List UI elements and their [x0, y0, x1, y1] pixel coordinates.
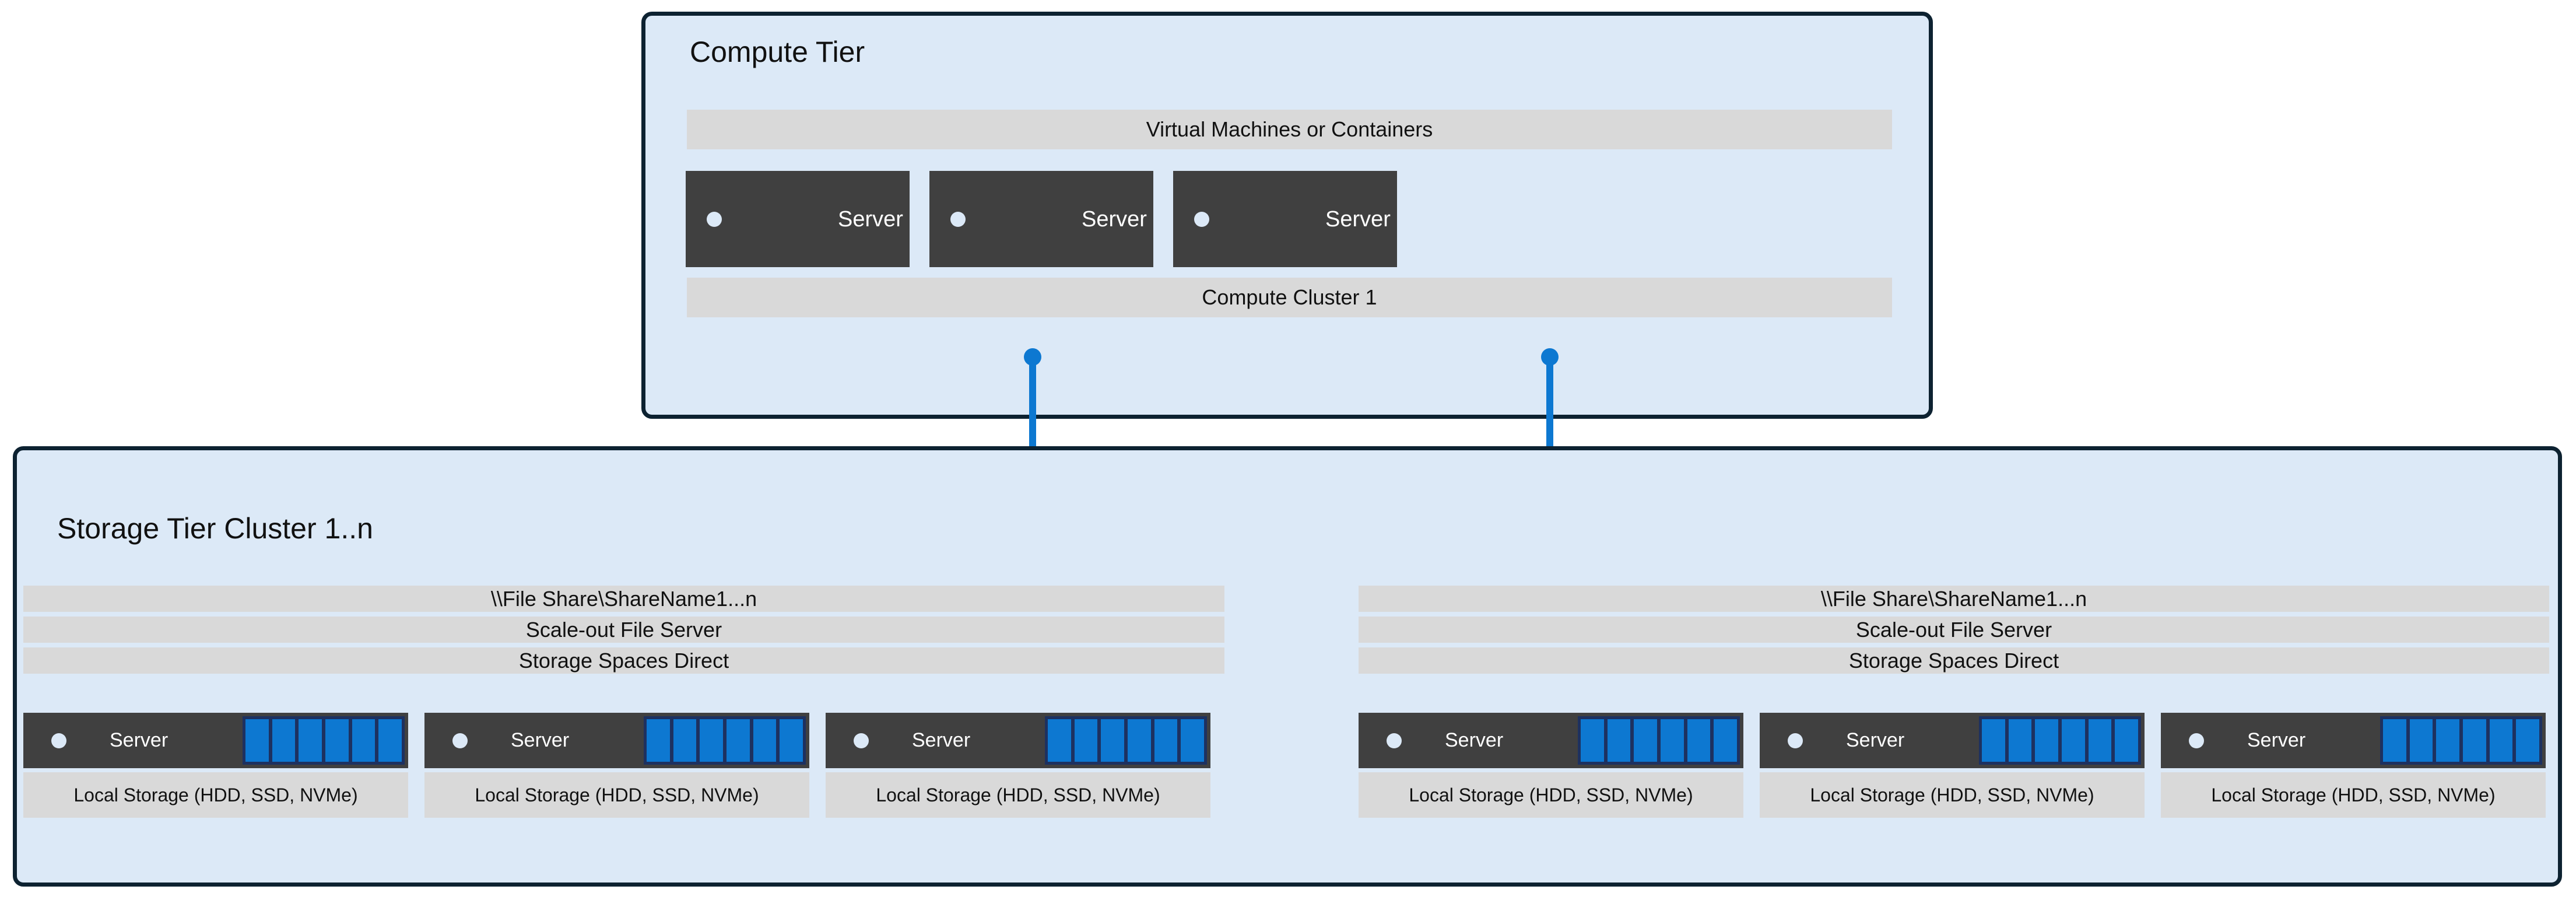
status-dot-icon: [1387, 733, 1402, 748]
storage-server-label: Server: [912, 729, 971, 751]
status-dot-icon: [854, 733, 869, 748]
compute-server-label: Server: [838, 207, 903, 232]
status-dot-icon: [1194, 212, 1209, 227]
storage-fileshare-band: \\File Share\ShareName1...n: [1359, 586, 2549, 612]
compute-server-card[interactable]: [686, 171, 910, 267]
status-dot-icon: [707, 212, 722, 227]
compute-server-label: Server: [1082, 207, 1147, 232]
status-dot-icon: [1788, 733, 1803, 748]
compute-cluster-band: Compute Cluster 1: [687, 278, 1892, 317]
status-dot-icon: [452, 733, 468, 748]
storage-server-label: Server: [511, 729, 570, 751]
status-dot-icon: [950, 212, 966, 227]
storage-server-label: Server: [2247, 729, 2306, 751]
local-storage-band: Local Storage (HDD, SSD, NVMe): [23, 772, 408, 818]
drive-bay-icon: [644, 716, 806, 765]
compute-server-label: Server: [1325, 207, 1391, 232]
drive-bay-icon: [1578, 716, 1740, 765]
drive-bay-icon: [1979, 716, 2141, 765]
storage-tier-title: Storage Tier Cluster 1..n: [57, 512, 373, 545]
drive-bay-icon: [243, 716, 405, 765]
status-dot-icon: [2189, 733, 2204, 748]
storage-server-label: Server: [1445, 729, 1504, 751]
storage-sofs-band: Scale-out File Server: [1359, 617, 2549, 643]
storage-s2d-band: Storage Spaces Direct: [23, 647, 1224, 674]
local-storage-band: Local Storage (HDD, SSD, NVMe): [826, 772, 1210, 818]
local-storage-band: Local Storage (HDD, SSD, NVMe): [2161, 772, 2546, 818]
local-storage-band: Local Storage (HDD, SSD, NVMe): [1760, 772, 2145, 818]
status-dot-icon: [51, 733, 66, 748]
storage-fileshare-band: \\File Share\ShareName1...n: [23, 586, 1224, 612]
compute-vm-band: Virtual Machines or Containers: [687, 110, 1892, 149]
storage-server-label: Server: [1846, 729, 1905, 751]
local-storage-band: Local Storage (HDD, SSD, NVMe): [1359, 772, 1743, 818]
compute-server-card[interactable]: [1173, 171, 1397, 267]
storage-server-label: Server: [110, 729, 169, 751]
drive-bay-icon: [2380, 716, 2542, 765]
local-storage-band: Local Storage (HDD, SSD, NVMe): [424, 772, 809, 818]
drive-bay-icon: [1045, 716, 1207, 765]
compute-tier-title: Compute Tier: [690, 36, 865, 68]
storage-s2d-band: Storage Spaces Direct: [1359, 647, 2549, 674]
compute-server-card[interactable]: [929, 171, 1153, 267]
storage-sofs-band: Scale-out File Server: [23, 617, 1224, 643]
